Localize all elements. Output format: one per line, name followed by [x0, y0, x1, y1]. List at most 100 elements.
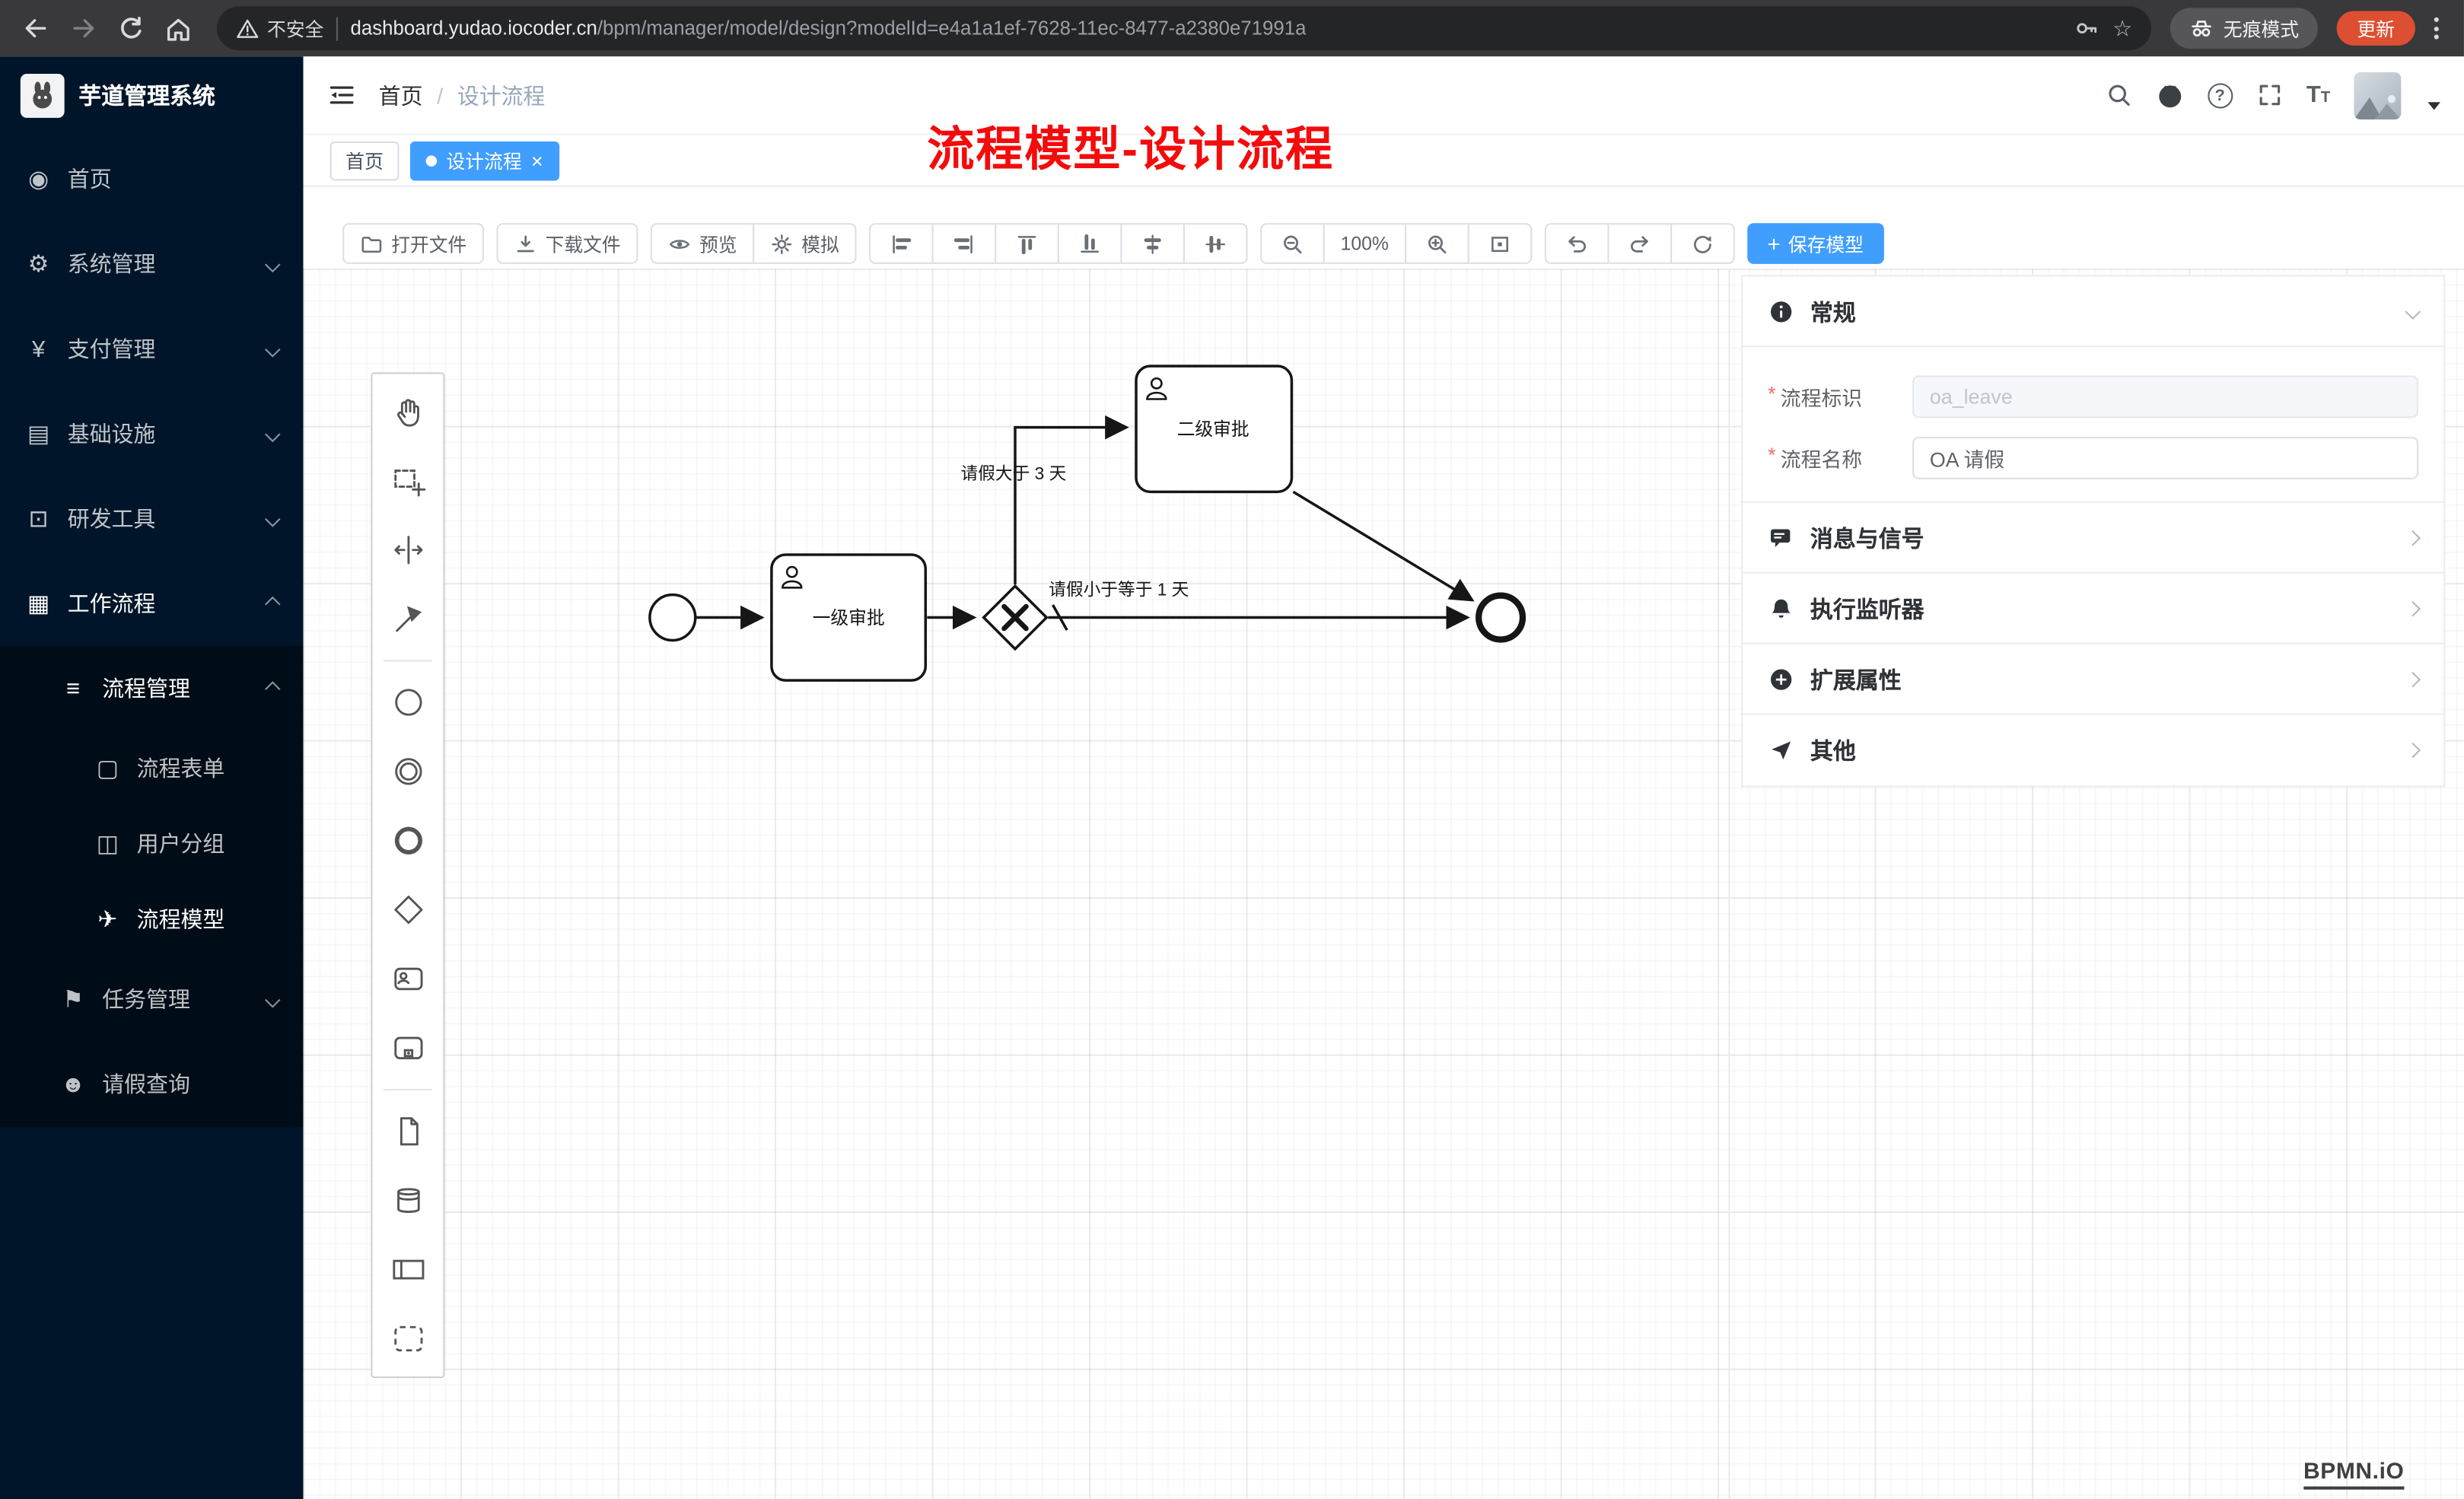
simulate-button[interactable]: 模拟 — [753, 223, 857, 264]
process-name-input[interactable] — [1912, 437, 2419, 479]
zoom-in-button[interactable] — [1404, 223, 1469, 264]
zoom-out-button[interactable] — [1260, 223, 1325, 264]
create-exclusive-gateway[interactable] — [372, 875, 443, 944]
data-object-icon — [399, 1117, 418, 1146]
sidebar-item-system[interactable]: ⚙ 系统管理 — [0, 221, 304, 307]
flow-task2-to-end[interactable] — [1292, 490, 1475, 602]
flow-label-gt[interactable]: 请假大于 3 天 — [961, 463, 1067, 483]
sidebar-item-devtools[interactable]: ⊡ 研发工具 — [0, 476, 304, 562]
sidebar-item-user-group[interactable]: ◫ 用户分组 — [0, 806, 304, 881]
fullscreen-button[interactable] — [2256, 81, 2283, 108]
lasso-tool[interactable] — [372, 446, 443, 515]
flow-gateway-to-task2[interactable] — [1014, 415, 1129, 585]
browser-menu-icon[interactable] — [2434, 17, 2439, 40]
search-button[interactable] — [2106, 81, 2132, 108]
sidebar-item-leave-query[interactable]: ☻ 请假查询 — [0, 1042, 304, 1127]
section-general[interactable]: 常规 — [1743, 276, 2444, 348]
chevron-up-icon — [265, 680, 281, 696]
create-data-object[interactable] — [372, 1096, 443, 1166]
reload-icon — [120, 15, 141, 38]
url-path: /bpm/manager/model/design?modelId=e4a1a1… — [597, 17, 1307, 40]
refresh-button[interactable] — [1670, 223, 1735, 264]
key-icon[interactable] — [2075, 16, 2100, 41]
align-left-button[interactable] — [869, 223, 934, 264]
chevron-up-icon — [265, 595, 281, 612]
sidebar-item-process-form[interactable]: ▢ 流程表单 — [0, 730, 304, 806]
sidebar-item-workflow[interactable]: ▦ 工作流程 — [0, 561, 304, 646]
open-file-button[interactable]: 打开文件 — [342, 223, 485, 264]
sidebar-item-task-mgmt[interactable]: ⚑ 任务管理 — [0, 957, 304, 1042]
save-model-button[interactable]: + 保存模型 — [1746, 223, 1884, 264]
align-top-button[interactable] — [995, 223, 1059, 264]
sidebar-item-payment[interactable]: ¥ 支付管理 — [0, 307, 304, 392]
section-message-signal[interactable]: 消息与信号 — [1743, 502, 2444, 574]
hand-tool[interactable] — [372, 377, 443, 447]
close-icon[interactable]: × — [531, 148, 543, 173]
create-subprocess[interactable] — [372, 1014, 443, 1083]
create-data-store[interactable] — [372, 1166, 443, 1235]
github-link[interactable] — [2156, 81, 2184, 109]
message-icon — [1771, 528, 1791, 546]
create-start-event[interactable] — [372, 668, 443, 737]
align-right-button[interactable] — [931, 223, 997, 264]
preview-button[interactable]: 预览 — [650, 223, 755, 264]
section-other[interactable]: 其他 — [1743, 714, 2444, 786]
sidebar-item-home[interactable]: ◉ 首页 — [0, 137, 304, 222]
bpmn-diagram[interactable]: 一级审批 二级审批 请假大于 3 天 请假小于等于 1 天 — [304, 269, 2464, 1499]
start-event[interactable] — [648, 593, 697, 642]
create-user-task[interactable] — [372, 944, 443, 1014]
section-title: 消息与信号 — [1810, 527, 1924, 552]
avatar[interactable] — [2354, 71, 2402, 119]
app-logo[interactable]: 芋道管理系统 — [0, 56, 304, 133]
home-button[interactable] — [158, 8, 199, 49]
process-key-input[interactable] — [1912, 375, 2419, 419]
create-participant[interactable] — [372, 1235, 443, 1304]
sidebar-item-label: 流程模型 — [136, 906, 225, 932]
align-center-h-button[interactable] — [1120, 223, 1186, 264]
align-bottom-button[interactable] — [1057, 223, 1122, 264]
task-first-approval[interactable] — [770, 553, 928, 682]
task-second-approval[interactable] — [1135, 364, 1294, 494]
chevron-down-icon — [2405, 303, 2421, 320]
reload-button[interactable] — [110, 8, 151, 49]
create-group[interactable] — [372, 1304, 443, 1373]
section-extended-attrs[interactable]: 扩展属性 — [1743, 644, 2444, 715]
chevron-right-icon — [2405, 600, 2421, 616]
sidebar-item-label: 用户分组 — [136, 831, 225, 857]
panel-divider — [1728, 269, 1730, 1499]
space-tool[interactable] — [372, 515, 443, 584]
flow-label-lte[interactable]: 请假小于等于 1 天 — [1049, 580, 1189, 600]
download-file-button[interactable]: 下载文件 — [496, 223, 638, 264]
zoom-level[interactable]: 100% — [1323, 223, 1406, 264]
align-bottom-icon — [1081, 234, 1100, 253]
update-button[interactable]: 更新 — [2336, 11, 2415, 46]
security-status[interactable]: 不安全 — [236, 15, 323, 42]
bpmn-canvas[interactable]: 一级审批 二级审批 请假大于 3 天 请假小于等于 1 天 — [303, 269, 2464, 1499]
tab-design-process[interactable]: 设计流程 × — [409, 140, 559, 180]
align-left-icon — [893, 234, 912, 253]
section-execution-listener[interactable]: 执行监听器 — [1743, 573, 2444, 644]
breadcrumb-home[interactable]: 首页 — [378, 82, 423, 108]
tab-home[interactable]: 首页 — [329, 140, 400, 180]
back-button[interactable] — [16, 8, 57, 49]
bpmn-io-watermark[interactable]: BPMN.iO — [2303, 1459, 2405, 1490]
help-icon[interactable]: ? — [2207, 82, 2233, 108]
address-bar[interactable]: 不安全 dashboard.yudao.iocoder.cn/bpm/manag… — [216, 6, 2151, 51]
undo-button[interactable] — [1544, 223, 1609, 264]
create-end-event[interactable] — [372, 806, 443, 875]
sidebar-item-infrastructure[interactable]: ▤ 基础设施 — [0, 391, 304, 476]
forward-button[interactable] — [63, 8, 104, 49]
caret-down-icon[interactable] — [2427, 102, 2440, 110]
align-center-v-button[interactable] — [1183, 223, 1248, 264]
zoom-level-label: 100% — [1340, 232, 1389, 255]
global-connect-tool[interactable] — [372, 584, 443, 654]
fit-viewport-button[interactable] — [1467, 223, 1532, 264]
create-intermediate-event[interactable] — [372, 737, 443, 806]
bookmark-star-icon[interactable]: ☆ — [2112, 15, 2133, 41]
collapse-menu-button[interactable] — [327, 80, 357, 110]
end-event[interactable] — [1476, 592, 1526, 643]
redo-button[interactable] — [1607, 223, 1672, 264]
sidebar-item-process-model[interactable]: ✈ 流程模型 — [0, 881, 304, 956]
sidebar-item-process-mgmt[interactable]: ≡ 流程管理 — [0, 646, 304, 731]
